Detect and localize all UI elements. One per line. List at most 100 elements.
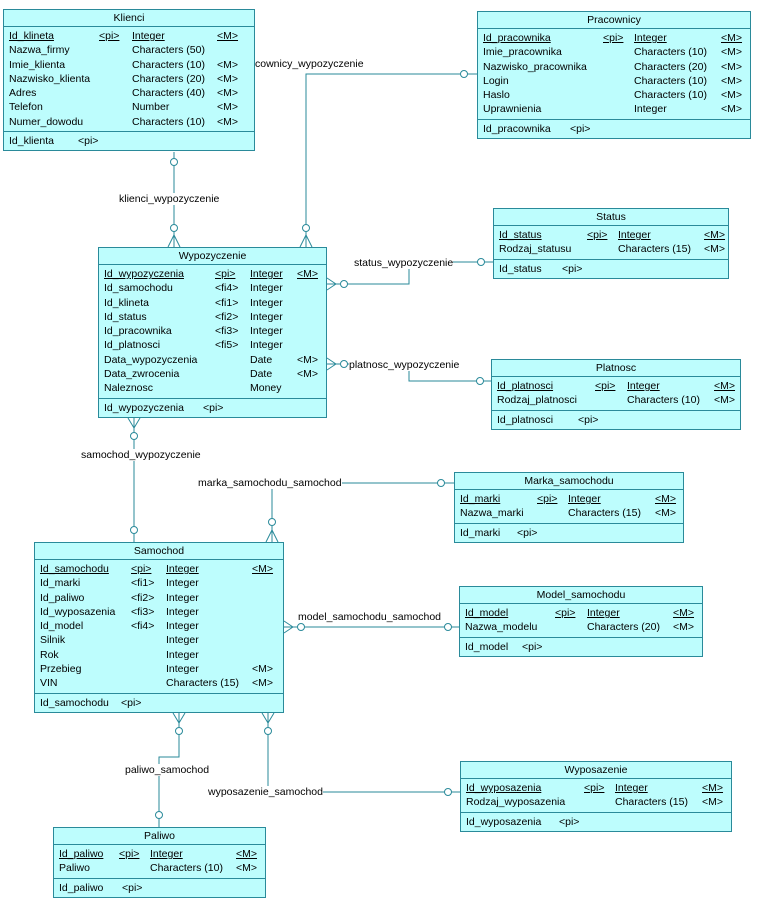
identifier-row[interactable]: Id_paliwo<pi> [54,881,265,895]
rel-label-model-samochodu-samochod[interactable]: model_samochodu_samochod [298,611,442,623]
attribute-type: Integer [166,605,199,618]
attribute-row[interactable]: Id_pracownika<pi>Integer<M> [478,31,750,45]
attribute-row[interactable]: Id_platnosci<fi5>Integer [99,338,326,352]
attribute-row[interactable]: Id_paliwo<fi2>Integer [35,591,283,605]
attribute-row[interactable]: Id_wyposazenia<pi>Integer<M> [461,781,731,795]
attribute-row[interactable]: Id_klineta<pi>Integer<M> [4,29,254,43]
attribute-mandatory: <M> [673,607,695,619]
attribute-name: Id_samochodu [40,563,109,575]
identifier-name: Id_paliwo [59,881,104,894]
attribute-name: Przebieg [40,663,82,676]
identifier-name: Id_samochodu [40,696,109,709]
attribute-type: Characters (20) [587,621,660,634]
attribute-mandatory: <M> [297,353,319,366]
attribute-row[interactable]: Id_model<fi4>Integer [35,619,283,633]
attribute-mandatory: <M> [217,87,239,100]
entity-title: Samochod [35,543,283,560]
attribute-row[interactable]: Id_wyposazenia<fi3>Integer [35,605,283,619]
attribute-row[interactable]: Id_klineta<fi1>Integer [99,296,326,310]
rel-label-status-wypozyczenie[interactable]: status_wypozyczenie [354,257,454,269]
attribute-row[interactable]: Id_status<pi>Integer<M> [494,228,728,242]
identifier-row[interactable]: Id_status<pi> [494,262,728,276]
attribute-name: VIN [40,677,58,690]
attribute-row[interactable]: Id_status<fi2>Integer [99,310,326,324]
rel-label-platnosc-wypozyczenie[interactable]: platnosc_wypozyczenie [349,359,460,371]
attribute-list: Id_wyposazenia<pi>Integer<M>Rodzaj_wypos… [461,779,731,813]
attribute-type: Integer [150,848,183,860]
attribute-key-tag: <fi4> [215,282,239,295]
rel-label-paliwo-samochod[interactable]: paliwo_samochod [125,764,210,776]
identifier-row[interactable]: Id_wypozyczenia<pi> [99,401,326,415]
attribute-key-tag: <pi> [555,607,576,619]
attribute-type: Integer [634,32,667,44]
attribute-row[interactable]: Id_model<pi>Integer<M> [460,606,702,620]
identifier-row[interactable]: Id_platnosci<pi> [492,413,740,427]
entity-title: Wypozyczenie [99,248,326,265]
attribute-key-tag: <fi2> [215,310,239,323]
attribute-name: Id_wyposazenia [40,605,116,618]
attribute-row[interactable]: Id_platnosci<pi>Integer<M> [492,379,740,393]
attribute-row[interactable]: Id_pracownika<fi3>Integer [99,324,326,338]
attribute-name: Telefon [9,101,43,114]
identifier-row[interactable]: Id_wyposazenia<pi> [461,815,731,829]
attribute-row[interactable]: Id_marki<pi>Integer<M> [455,492,683,506]
attribute-name: Naleznosc [104,382,154,395]
identifier-row[interactable]: Id_model<pi> [460,640,702,654]
rel-label-marka-samochodu-samochod[interactable]: marka_samochodu_samochod [198,477,342,489]
attribute-type: Integer [132,30,165,42]
identifier-row[interactable]: Id_marki<pi> [455,526,683,540]
identifier-row[interactable]: Id_samochodu<pi> [35,696,283,710]
attribute-row[interactable]: Id_wypozyczenia<pi>Integer<M> [99,267,326,281]
attribute-type: Characters (20) [634,60,707,73]
rel-label-samochod-wypozyczenie[interactable]: samochod_wypozyczenie [81,449,201,461]
attribute-row[interactable]: Id_samochodu<fi4>Integer [99,281,326,295]
identifier-row[interactable]: Id_klienta<pi> [4,134,254,148]
attribute-row[interactable]: Id_paliwo<pi>Integer<M> [54,847,265,861]
attribute-row[interactable]: Id_samochodu<pi>Integer<M> [35,562,283,576]
attribute-row[interactable]: Id_marki<fi1>Integer [35,576,283,590]
rel-label-pracownicy-wypozyczenie[interactable]: cownicy_wypozyczenie [255,58,364,70]
attribute-name: Adres [9,87,37,100]
identifier-list: Id_samochodu<pi> [35,694,283,712]
identifier-tag: <pi> [559,815,580,828]
rel-label-klienci-wypozyczenie[interactable]: klienci_wypozyczenie [119,193,220,205]
identifier-row[interactable]: Id_pracownika<pi> [478,122,750,136]
attribute-mandatory: <M> [236,862,258,875]
rel-label-wyposazenie-samochod[interactable]: wyposazenie_samochod [208,786,323,798]
attribute-mandatory: <M> [702,796,724,809]
